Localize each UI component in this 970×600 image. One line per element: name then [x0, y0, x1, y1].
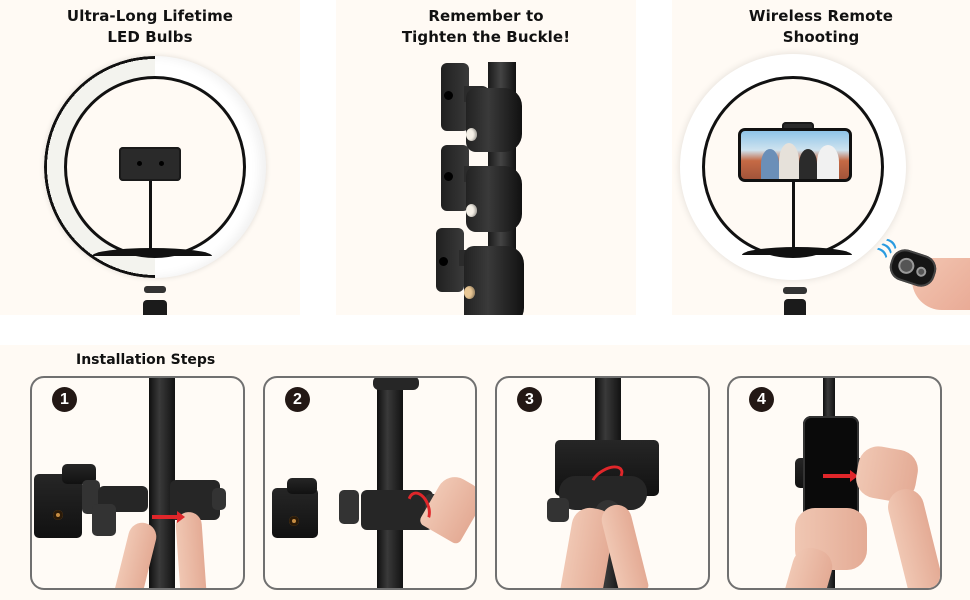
phone-holder-icon	[119, 147, 181, 181]
knob	[547, 498, 569, 522]
feature-caption-led: Ultra-Long Lifetime LED Bulbs	[0, 6, 300, 48]
holder-top	[62, 464, 96, 484]
step-card-4: 4	[727, 376, 942, 590]
knob-hole	[444, 172, 453, 181]
feature-panel-remote: Wireless Remote Shooting )))	[672, 0, 970, 315]
gooseneck	[149, 181, 152, 249]
push-arrow-icon	[823, 470, 858, 482]
selfie-photo	[741, 131, 849, 179]
ring-bottom-mount	[92, 248, 212, 256]
ring-bottom-mount	[742, 247, 852, 255]
holder-top	[287, 478, 317, 494]
buckle-clamp	[466, 88, 522, 152]
tripod-head	[784, 299, 806, 315]
caption-line: Remember to	[428, 7, 544, 25]
clamp-pin	[466, 128, 477, 141]
feature-caption-buckle: Remember to Tighten the Buckle!	[336, 6, 636, 48]
step-number-badge: 1	[52, 387, 77, 412]
phone-holder	[272, 488, 318, 538]
caption-line: Shooting	[782, 28, 860, 46]
ball-head-cap	[144, 286, 166, 293]
ball-head-cap	[783, 287, 807, 294]
installation-steps-section: Installation Steps 1 2 3	[0, 345, 970, 600]
step-number-badge: 4	[749, 387, 774, 412]
buckle-clamp	[464, 246, 524, 315]
feature-panel-led-bulbs: Ultra-Long Lifetime LED Bulbs	[0, 0, 300, 315]
step-number-badge: 3	[517, 387, 542, 412]
installation-steps-title: Installation Steps	[76, 352, 216, 368]
feature-caption-remote: Wireless Remote Shooting	[672, 6, 970, 48]
arm	[884, 485, 940, 588]
screw-knob	[92, 504, 116, 536]
step-number-badge: 2	[285, 387, 310, 412]
phone	[803, 416, 859, 522]
clamp-pin	[464, 286, 475, 299]
tripod-head	[143, 300, 167, 315]
push-arrow-icon	[152, 511, 185, 523]
top-collar	[373, 378, 419, 390]
caption-line: Tighten the Buckle!	[401, 28, 571, 46]
caption-line: Ultra-Long Lifetime	[66, 7, 234, 25]
caption-line: LED Bulbs	[107, 28, 193, 46]
feature-panel-buckle: Remember to Tighten the Buckle!	[336, 0, 636, 315]
knob-hole	[444, 91, 453, 100]
ring-inner-opening	[64, 76, 246, 258]
knob	[212, 488, 226, 510]
step-card-2: 2	[263, 376, 477, 590]
step-card-1: 1	[30, 376, 245, 590]
phone-landscape	[738, 128, 852, 182]
caption-line: Wireless Remote	[748, 7, 894, 25]
knob	[339, 490, 359, 524]
phone-holder	[34, 474, 82, 538]
knob-hole	[439, 257, 448, 266]
pole	[377, 378, 403, 588]
gooseneck	[792, 182, 795, 248]
clamp-pin	[466, 204, 477, 217]
finger	[174, 511, 208, 588]
step-card-3: 3	[495, 376, 710, 590]
buckle-clamp	[466, 166, 522, 232]
